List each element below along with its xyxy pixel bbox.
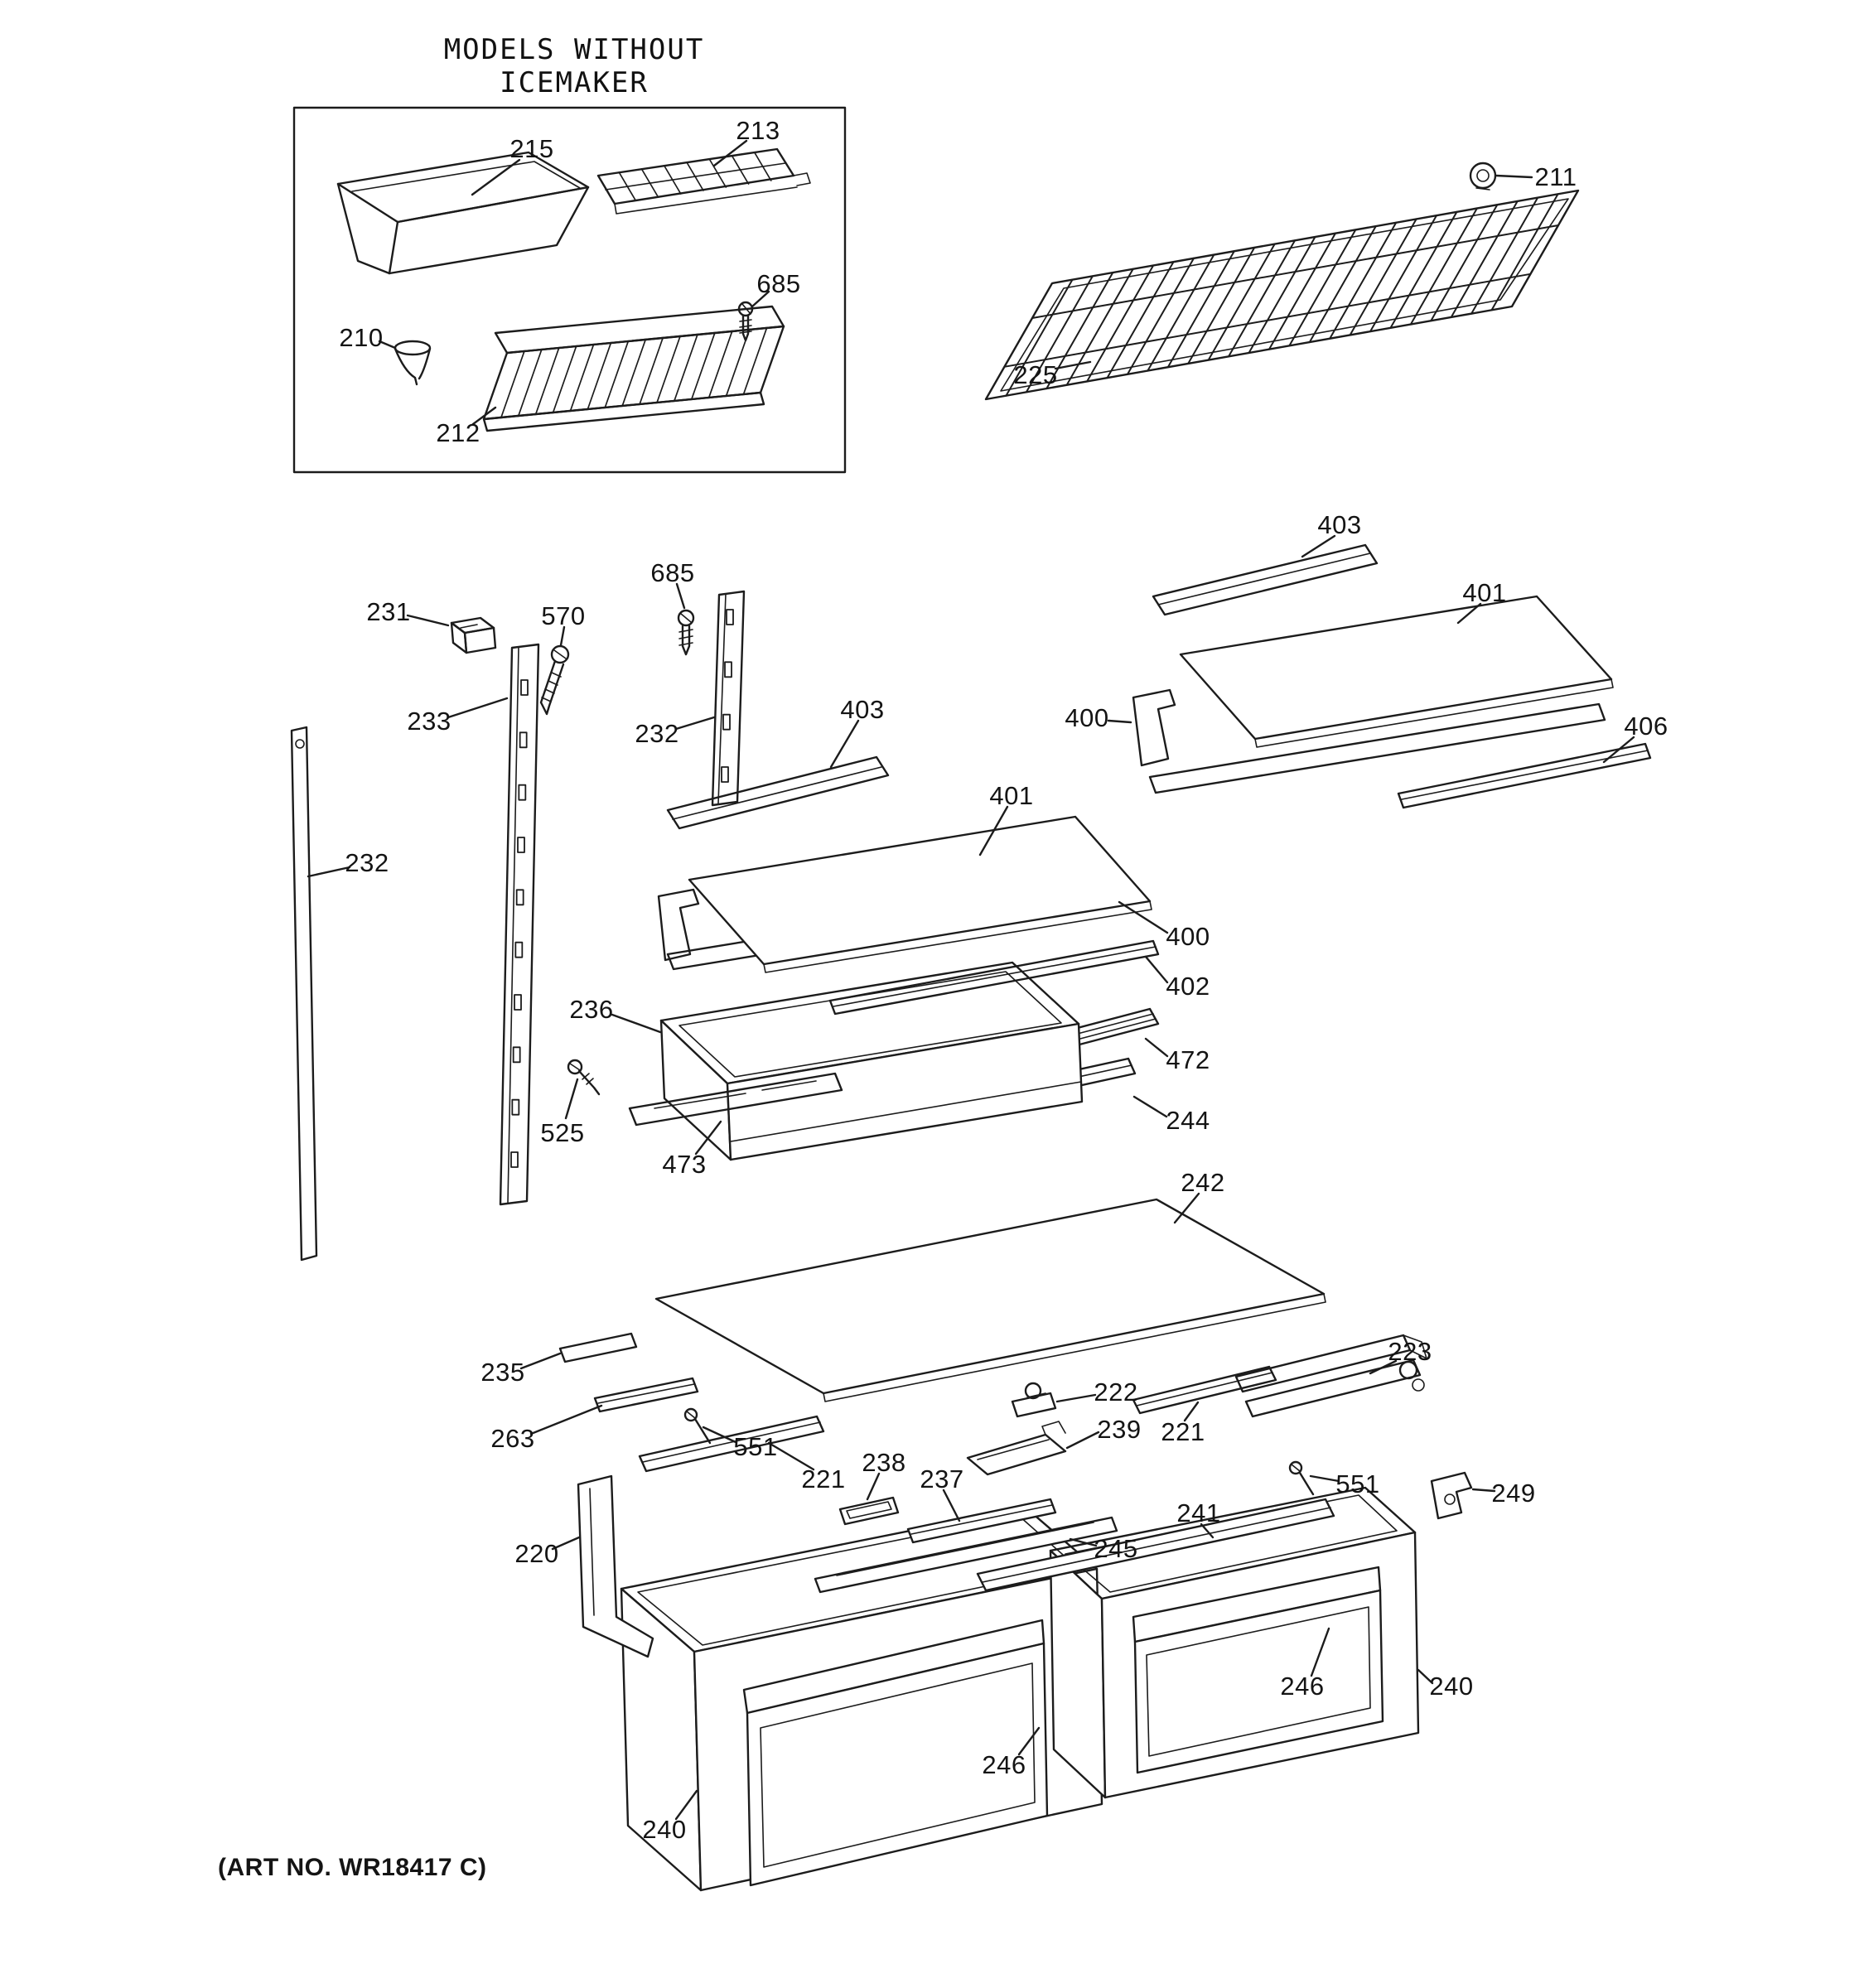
part-473-drawer-rail [628, 1072, 843, 1127]
part-label-400-right: 400 [1065, 703, 1109, 732]
part-label-212: 212 [436, 418, 480, 447]
part-label-237: 237 [920, 1464, 964, 1493]
part-406-shelf-trim-right [1397, 742, 1652, 809]
part-237-strip [906, 1498, 1057, 1544]
inset-box [292, 106, 847, 474]
part-label-220: 220 [514, 1539, 559, 1568]
part-232-left-strip [290, 726, 318, 1262]
part-label-225: 225 [1013, 360, 1058, 389]
part-label-403-mid: 403 [840, 695, 885, 724]
part-label-240-right: 240 [1429, 1672, 1474, 1701]
part-label-525: 525 [540, 1118, 585, 1147]
part-label-231: 231 [366, 597, 411, 626]
part-263-trim [593, 1377, 699, 1413]
part-label-223: 223 [1388, 1337, 1432, 1366]
part-label-685-inset: 685 [756, 269, 801, 298]
part-label-232-left: 232 [345, 848, 389, 877]
part-225-wire-shelf [984, 189, 1580, 401]
part-215-ice-bin [336, 151, 590, 275]
part-570-screw [539, 644, 570, 716]
part-223-slide-assembly [1234, 1334, 1427, 1418]
part-221-rail-left [638, 1415, 825, 1473]
part-label-402: 402 [1166, 972, 1210, 1001]
part-label-240-left: 240 [642, 1815, 687, 1844]
part-402-shelf-trim [828, 939, 1160, 1016]
part-249-bracket [1430, 1471, 1473, 1520]
part-213-ice-tray [596, 147, 811, 215]
part-label-210: 210 [339, 323, 384, 352]
part-label-400-mid: 400 [1166, 922, 1210, 951]
part-label-211: 211 [1534, 162, 1577, 191]
part-label-221-right: 221 [1161, 1417, 1205, 1446]
part-label-406: 406 [1624, 712, 1668, 741]
part-label-401-right: 401 [1462, 578, 1507, 607]
part-235-support [558, 1332, 638, 1363]
part-403-shelf-support-right [1152, 543, 1379, 616]
part-label-242: 242 [1181, 1168, 1225, 1197]
part-210-fill-cup [394, 340, 432, 386]
part-403-shelf-support-mid [666, 755, 890, 830]
part-246-drawer-front-left [742, 1619, 1049, 1887]
part-label-472: 472 [1166, 1045, 1210, 1074]
part-241-rail [976, 1498, 1335, 1592]
part-label-235: 235 [480, 1358, 525, 1387]
part-212-shelf-inset [482, 305, 785, 432]
part-239-bracket [966, 1421, 1067, 1476]
part-label-245: 245 [1094, 1534, 1138, 1563]
part-221-rail-right [1132, 1365, 1277, 1415]
part-label-246-left: 246 [982, 1750, 1026, 1779]
part-401-glass-shelf-mid [688, 815, 1152, 973]
part-label-249: 249 [1491, 1479, 1536, 1508]
part-label-685-mid: 685 [650, 558, 695, 587]
part-label-403-right: 403 [1317, 510, 1362, 539]
diagram-title-line1: MODELS WITHOUT [443, 33, 705, 66]
part-label-222: 222 [1094, 1378, 1138, 1407]
part-label-233: 233 [407, 707, 452, 736]
part-401-glass-shelf-right [1179, 595, 1614, 748]
part-label-213: 213 [736, 116, 780, 145]
part-label-244: 244 [1166, 1106, 1210, 1135]
part-233-mullion-post [499, 643, 540, 1206]
part-label-239: 239 [1097, 1415, 1142, 1444]
part-label-570: 570 [541, 601, 586, 630]
part-232-center-post [711, 590, 746, 807]
diagram-title-line2: ICEMAKER [500, 66, 649, 99]
part-551-screw-right [1288, 1460, 1315, 1496]
part-525-screw [567, 1059, 601, 1096]
part-685-screw-mid [677, 609, 695, 656]
part-label-263: 263 [490, 1424, 535, 1453]
part-label-241: 241 [1176, 1498, 1221, 1527]
leader-lines [307, 139, 1635, 1821]
part-label-551-right: 551 [1335, 1469, 1380, 1498]
part-label-246-right: 246 [1280, 1672, 1325, 1701]
part-231-clip [450, 616, 497, 654]
part-211-grommet [1469, 162, 1497, 191]
part-label-238: 238 [862, 1448, 906, 1477]
part-246-drawer-front-right [1132, 1566, 1384, 1774]
part-245-trim [814, 1516, 1118, 1594]
part-label-232-center: 232 [635, 719, 679, 748]
part-551-screw-left [683, 1407, 712, 1445]
part-238-plate [838, 1496, 900, 1526]
part-label-551-left: 551 [733, 1432, 778, 1461]
part-label-401-mid: 401 [989, 781, 1034, 810]
part-label-221-left: 221 [801, 1464, 846, 1493]
art-number: (ART NO. WR18417 C) [218, 1854, 487, 1881]
part-220-support-bracket [577, 1474, 654, 1658]
part-222-roller [1011, 1382, 1057, 1418]
part-label-473: 473 [662, 1150, 707, 1179]
part-label-236: 236 [569, 995, 614, 1024]
part-236-drawer-pan [659, 961, 1084, 1161]
part-label-215: 215 [509, 134, 554, 163]
part-242-glass-shelf [654, 1198, 1326, 1402]
part-400-shelf-frame-right [1132, 688, 1606, 794]
